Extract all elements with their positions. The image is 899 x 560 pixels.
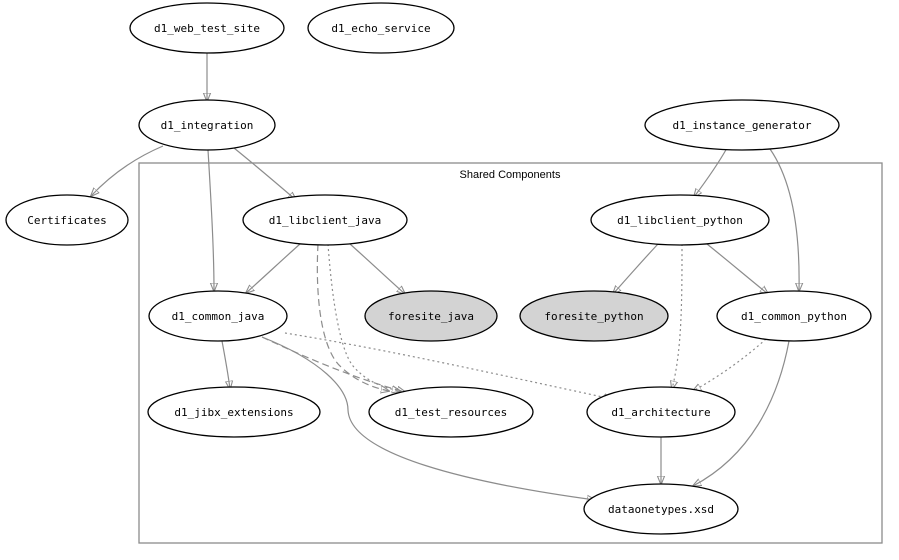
node-label: d1_common_python bbox=[741, 310, 847, 323]
node-d1-echo-service[interactable]: d1_echo_service bbox=[307, 2, 455, 54]
node-label: d1_web_test_site bbox=[154, 22, 260, 35]
edge-libclient-python-to-foresite-python bbox=[613, 243, 659, 294]
cluster-label: Shared Components bbox=[460, 169, 561, 181]
node-ellipse bbox=[583, 483, 739, 535]
node-d1-libclient-java[interactable]: d1_libclient_java bbox=[242, 194, 408, 246]
edge-instance-generator-to-libclient-python bbox=[694, 147, 728, 197]
node-ellipse bbox=[586, 386, 736, 438]
shared-components-cluster: Shared Components bbox=[138, 162, 883, 544]
edge-libclient-python-to-common-python bbox=[706, 243, 768, 294]
edge-integration-to-certificates bbox=[91, 145, 164, 196]
edge-common-python-to-architecture bbox=[693, 338, 767, 391]
edge-integration-to-common-java bbox=[207, 149, 214, 291]
node-ellipse bbox=[148, 290, 288, 342]
node-dataonetypes-xsd[interactable]: dataonetypes.xsd bbox=[583, 483, 739, 535]
node-ellipse bbox=[364, 290, 498, 342]
edge-common-python-to-dataonetypes bbox=[693, 340, 790, 486]
node-label: d1_integration bbox=[161, 119, 254, 132]
node-label: foresite_java bbox=[388, 310, 474, 323]
node-d1-web-test-site[interactable]: d1_web_test_site bbox=[129, 2, 285, 54]
edge-libclient-java-to-test-resources-dashed bbox=[316, 243, 389, 391]
node-label: d1_instance_generator bbox=[672, 119, 811, 132]
node-certificates[interactable]: Certificates bbox=[5, 194, 129, 246]
edge-libclient-java-to-test-resources-dotted bbox=[327, 243, 400, 391]
node-ellipse bbox=[138, 99, 276, 151]
node-label: d1_architecture bbox=[611, 406, 710, 419]
node-ellipse bbox=[147, 386, 321, 438]
edge-integration-to-libclient-java bbox=[233, 147, 296, 200]
node-label: d1_test_resources bbox=[395, 406, 508, 419]
node-ellipse bbox=[716, 290, 872, 342]
node-ellipse bbox=[129, 2, 285, 54]
node-label: Certificates bbox=[27, 214, 106, 227]
edges bbox=[91, 53, 799, 500]
node-ellipse bbox=[368, 386, 534, 438]
node-ellipse bbox=[590, 194, 770, 246]
node-d1-jibx-extensions[interactable]: d1_jibx_extensions bbox=[147, 386, 321, 438]
node-ellipse bbox=[307, 2, 455, 54]
node-d1-integration[interactable]: d1_integration bbox=[138, 99, 276, 151]
node-ellipse bbox=[644, 99, 840, 151]
node-ellipse bbox=[5, 194, 129, 246]
edge-instance-generator-to-common-python bbox=[769, 148, 799, 291]
node-d1-common-java[interactable]: d1_common_java bbox=[148, 290, 288, 342]
node-d1-common-python[interactable]: d1_common_python bbox=[716, 290, 872, 342]
node-label: d1_libclient_java bbox=[269, 214, 382, 227]
node-foresite-python[interactable]: foresite_python bbox=[519, 290, 669, 342]
node-d1-architecture[interactable]: d1_architecture bbox=[586, 386, 736, 438]
edge-libclient-java-to-common-java bbox=[246, 243, 301, 293]
node-label: d1_jibx_extensions bbox=[174, 406, 293, 419]
node-label: d1_common_java bbox=[172, 310, 265, 323]
node-label: d1_libclient_python bbox=[617, 214, 743, 227]
node-label: foresite_python bbox=[544, 310, 643, 323]
nodes: d1_web_test_site d1_echo_service d1_inte… bbox=[5, 2, 872, 535]
node-label: d1_echo_service bbox=[331, 22, 430, 35]
node-d1-libclient-python[interactable]: d1_libclient_python bbox=[590, 194, 770, 246]
node-foresite-java[interactable]: foresite_java bbox=[364, 290, 498, 342]
node-ellipse bbox=[242, 194, 408, 246]
cluster-border bbox=[138, 162, 883, 544]
edge-common-java-to-jibx-extensions bbox=[221, 340, 230, 389]
node-d1-test-resources[interactable]: d1_test_resources bbox=[368, 386, 534, 438]
node-d1-instance-generator[interactable]: d1_instance_generator bbox=[644, 99, 840, 151]
edge-common-java-to-test-resources bbox=[261, 336, 405, 392]
edge-libclient-python-to-architecture bbox=[672, 243, 683, 389]
edge-common-java-to-dataonetypes bbox=[261, 336, 595, 500]
node-label: dataonetypes.xsd bbox=[608, 503, 714, 516]
edge-libclient-java-to-foresite-java bbox=[349, 243, 405, 294]
node-ellipse bbox=[519, 290, 669, 342]
